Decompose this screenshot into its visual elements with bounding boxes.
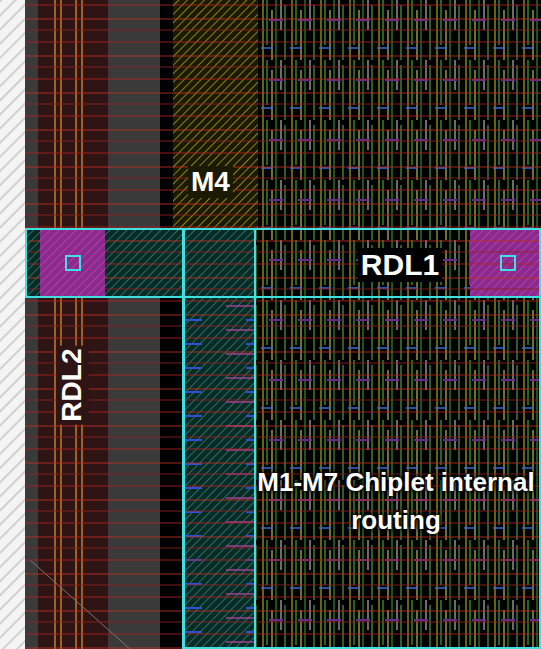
layer-label: RDL1 — [358, 248, 442, 283]
chiplet-region: M1-M7 Chiplet internal routing — [183, 228, 541, 649]
rdl1-band: RDL1 — [25, 228, 541, 298]
layer-label: M4 — [188, 166, 233, 198]
layer-label: RDL2 — [57, 345, 89, 424]
layer-label: M1-M7 Chiplet internal routing — [253, 464, 539, 539]
rdl2-strip: RDL2 — [38, 0, 108, 649]
